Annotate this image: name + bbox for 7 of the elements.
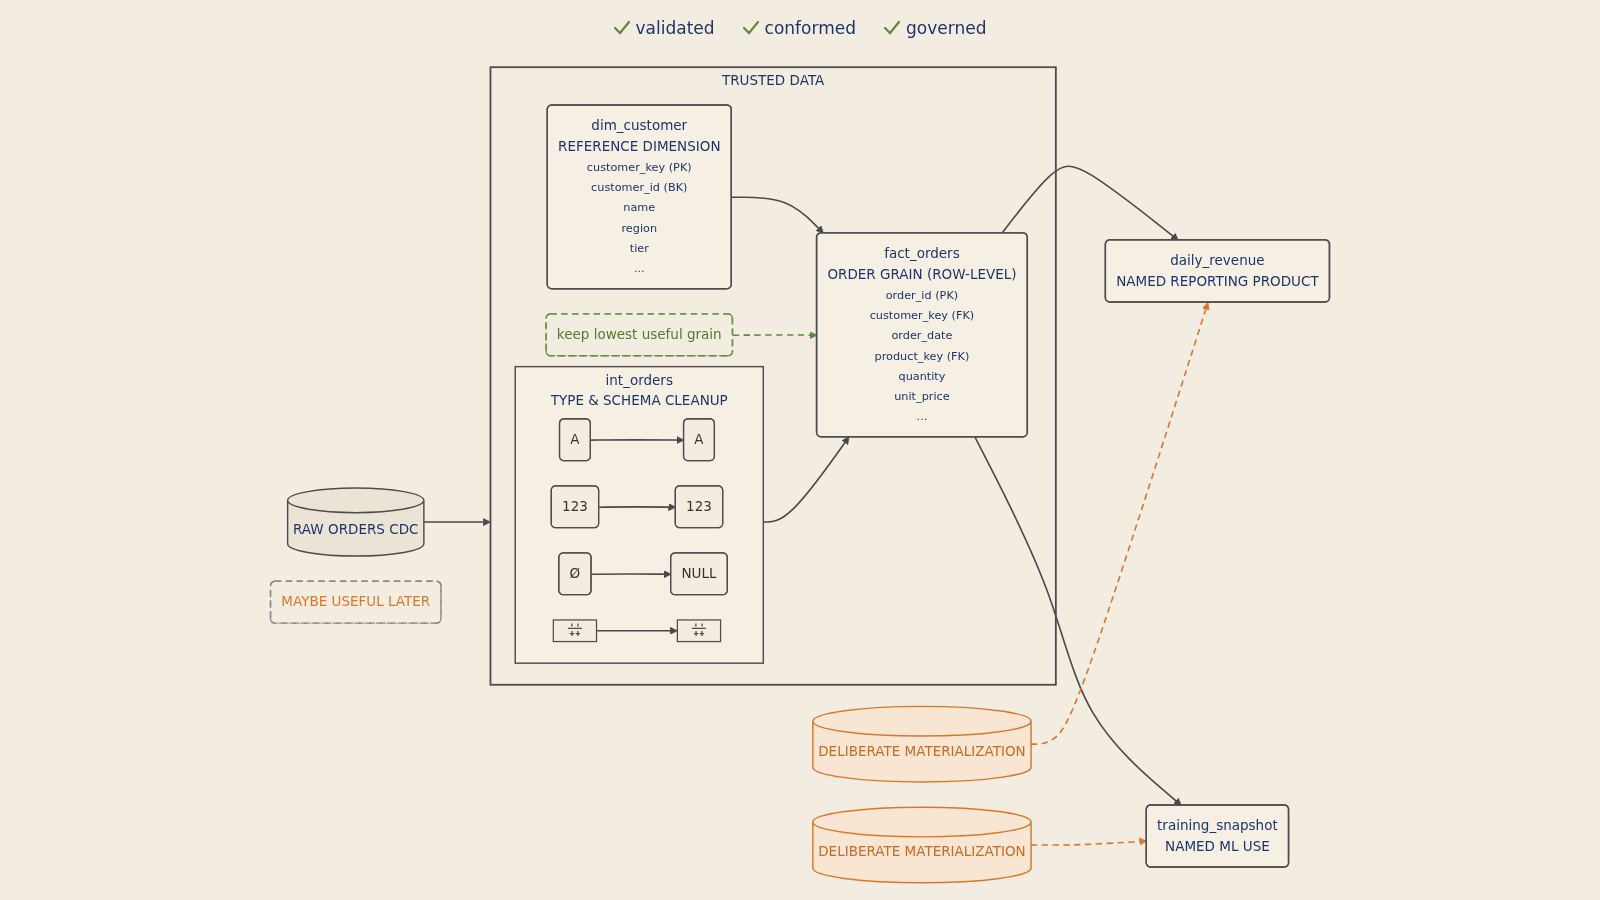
checklist-item: validated	[635, 18, 715, 38]
arrow	[423, 518, 491, 526]
arrow	[974, 436, 1182, 806]
arrow	[1030, 302, 1210, 745]
checklist-item: governed	[906, 18, 987, 38]
checklist-item: conformed	[764, 18, 856, 38]
arrow	[1001, 165, 1179, 241]
